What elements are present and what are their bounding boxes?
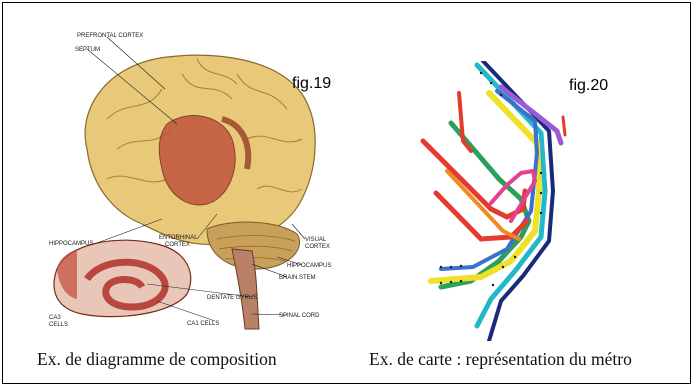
label-visual-1: VISUAL bbox=[305, 237, 327, 243]
label-hippocampus-right: HIPPOCAMPUS bbox=[287, 263, 331, 269]
label-brain-stem: BRAIN STEM bbox=[279, 275, 316, 281]
label-hippocampus-left: HIPPOCAMPUS bbox=[49, 241, 93, 247]
label-ca1-cells: CA1 CELLS bbox=[187, 321, 219, 327]
metro-illustration bbox=[411, 61, 591, 341]
label-septum: SEPTUM bbox=[75, 47, 100, 53]
figure-panel: PREFRONTAL CORTEX SEPTUM HIPPOCAMPUS ENT… bbox=[2, 2, 691, 384]
label-dentate-gyrus: DENTATE GYRUS bbox=[207, 295, 257, 301]
label-visual-2: CORTEX bbox=[305, 244, 330, 250]
figure-19-label: fig.19 bbox=[292, 75, 331, 93]
caption-metro-map: Ex. de carte : représentation du métro bbox=[369, 349, 632, 370]
metro-map bbox=[411, 61, 591, 341]
label-ca3-1: CA3 bbox=[49, 315, 61, 321]
figure-20-label: fig.20 bbox=[569, 77, 608, 95]
label-entorhinal-1: ENTORHINAL bbox=[159, 235, 198, 241]
label-spinal-cord: SPINAL CORD bbox=[279, 313, 320, 319]
label-prefrontal-cortex: PREFRONTAL CORTEX bbox=[77, 33, 143, 39]
label-ca3-2: CELLS bbox=[49, 322, 68, 328]
caption-composition-diagram: Ex. de diagramme de composition bbox=[37, 349, 277, 370]
label-entorhinal-2: CORTEX bbox=[165, 242, 190, 248]
